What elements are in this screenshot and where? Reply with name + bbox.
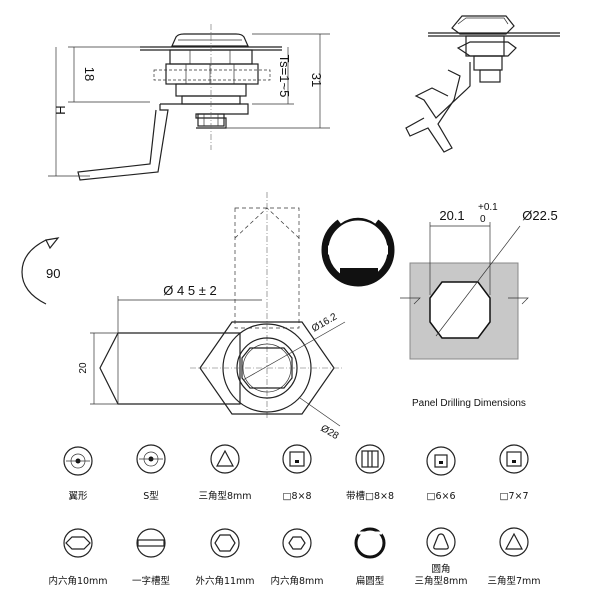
- panel-tol-upper: +0.1: [478, 202, 498, 213]
- key-symbol: [321, 208, 395, 287]
- slot-icon: [136, 528, 166, 558]
- hex-socket-8mm-icon: [282, 528, 312, 558]
- front-hex: [199, 321, 335, 415]
- caption-slotted-square-8x8: 带槽□8×8: [346, 490, 394, 502]
- iso-nut: [456, 41, 517, 57]
- caption-square-7x7: □7×7: [499, 491, 528, 502]
- dim-ts-label: Ts=1~5: [277, 55, 292, 98]
- key-types-row-1: [63, 444, 529, 476]
- caption-square-8x8: □8×8: [282, 491, 311, 502]
- dia-28-label: Ø28: [319, 423, 341, 442]
- caption-hex-socket-10mm: 内六角10mm: [48, 575, 107, 587]
- panel-drilling-caption: Panel Drilling Dimensions: [412, 398, 526, 409]
- flat-round-icon: [354, 527, 386, 559]
- rotation-arrow-icon: [21, 239, 47, 305]
- key-types-row-2: [63, 527, 529, 559]
- drive-recess: [241, 347, 293, 389]
- dim-31-label: 31: [309, 73, 324, 87]
- caption-triangle-7mm: 三角型7mm: [487, 575, 540, 587]
- rotation-label: 90: [46, 266, 60, 281]
- triangle-8mm-icon: [210, 444, 240, 474]
- caption-slot: 一字槽型: [132, 575, 171, 587]
- key-type-captions: 翼形 S型 三角型8mm □8×8 带槽□8×8 □6×6 □7×7 内六角10…: [48, 490, 540, 587]
- caption-triangle-8mm: 三角型8mm: [198, 490, 251, 502]
- side-view: 18 H Ts=1~5 31: [48, 24, 330, 181]
- dim-20-label: 20: [78, 362, 89, 374]
- cam-tongue: [99, 332, 241, 405]
- dim-18-label: 18: [82, 67, 97, 81]
- caption-s-type: S型: [143, 491, 159, 502]
- caption-hex-outer-11mm: 外六角11mm: [195, 575, 254, 587]
- square-8x8-icon: [282, 444, 312, 474]
- dia-45-label: Ø 4 5 ± 2: [163, 283, 216, 298]
- dia-16-label: Ø16.2: [310, 311, 339, 334]
- hex-socket-10mm-icon: [63, 528, 93, 558]
- caption-wing: 翼形: [68, 490, 88, 502]
- s-type-icon: [136, 444, 166, 474]
- rounded-triangle-8mm-icon: [426, 527, 456, 557]
- square-6x6-icon: [426, 446, 456, 476]
- caption-hex-socket-8mm: 内六角8mm: [270, 575, 323, 587]
- cutout-shape: [429, 281, 491, 339]
- panel-drilling: 20.1 +0.1 0 Ø22.5 Panel Drilling Dimensi…: [400, 202, 558, 409]
- front-view: 90 Ø 4 5 ± 2 20 Ø16.2 Ø28: [21, 192, 346, 442]
- panel-width-label: 20.1: [439, 208, 464, 223]
- lock-cap: [171, 33, 249, 47]
- iso-cam: [414, 62, 471, 119]
- iso-cap: [451, 15, 515, 35]
- bent-cam: [77, 104, 169, 181]
- panel-dia-label: Ø22.5: [522, 208, 557, 223]
- square-7x7-icon: [499, 444, 529, 474]
- isometric-view: [405, 15, 560, 153]
- cam-arm: [160, 103, 249, 129]
- hex-outer-11mm-icon: [210, 528, 240, 558]
- caption-rounded-line-2: 三角型8mm: [414, 575, 467, 587]
- dim-h-label: H: [53, 105, 68, 114]
- slotted-square-8x8-icon: [355, 444, 385, 474]
- caption-flat-round: 扁圆型: [356, 575, 385, 587]
- panel-tol-lower: 0: [480, 214, 486, 225]
- caption-square-6x6: □6×6: [426, 491, 455, 502]
- triangle-7mm-icon: [499, 527, 529, 557]
- wing-icon: [63, 446, 93, 476]
- hex-nut: [165, 63, 259, 85]
- caption-rounded-line-1: 圆角: [431, 563, 450, 575]
